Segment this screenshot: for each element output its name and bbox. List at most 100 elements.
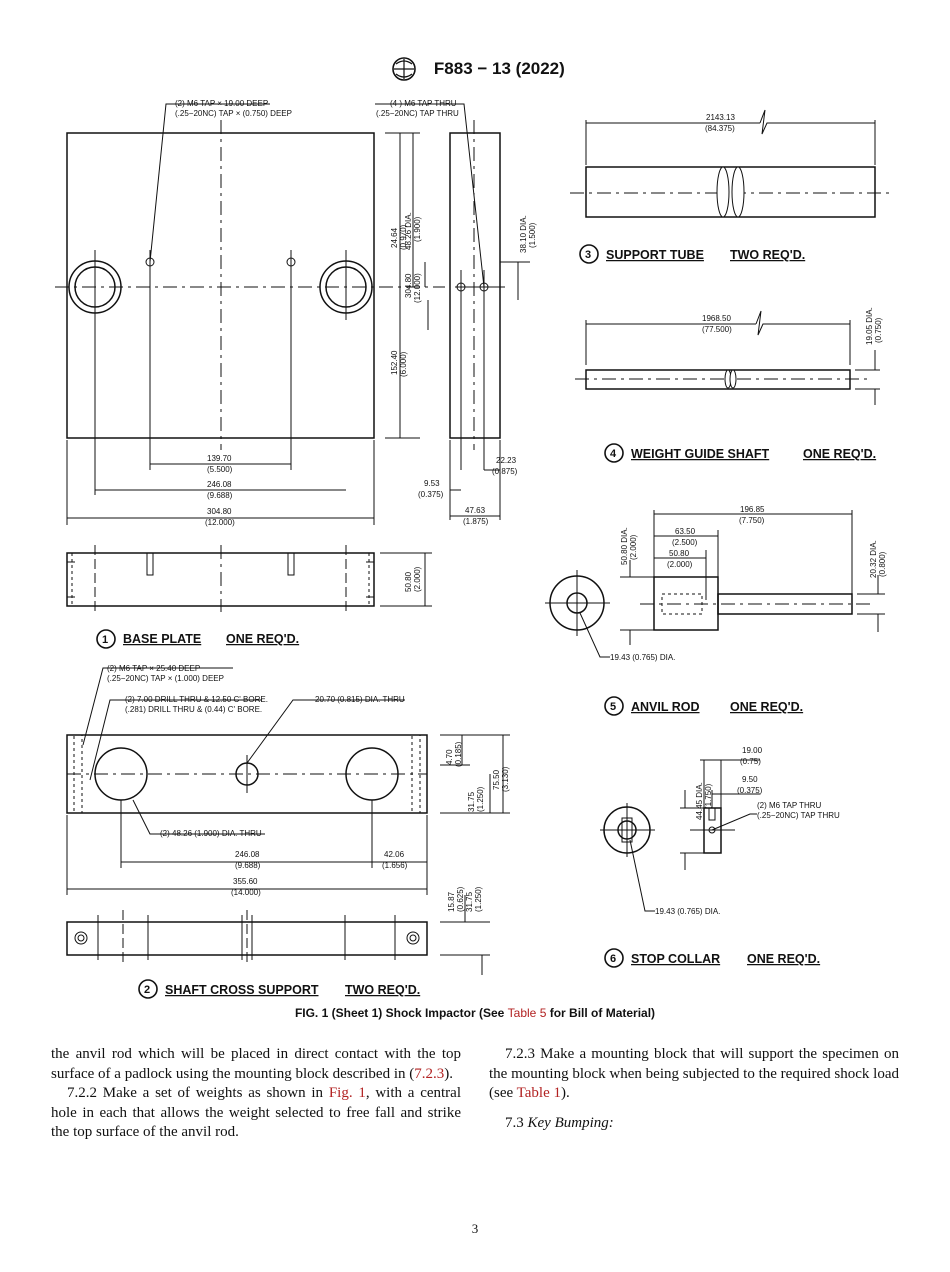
section-link-723[interactable]: 7.2.3 (414, 1065, 445, 1082)
left-paragraph-1: the anvil rod which will be placed in di… (51, 1045, 461, 1084)
dim-anvil-5080-in: (2.000) (667, 560, 693, 569)
dim-1900: 19.00 (742, 746, 763, 755)
caption-text: FIG. 1 (Sheet 1) Shock Impactor (See (294, 1006, 508, 1020)
dim-950-in: (0.375) (737, 786, 763, 795)
anvil-rod-view (545, 510, 885, 658)
dim-1905: 19.05 DIA. (865, 307, 874, 345)
dim-139-in: (5.500) (207, 465, 233, 474)
dim-3175b: 31.75 (465, 891, 474, 912)
right-column: 7.2.3 Make a mounting block that will su… (489, 1045, 899, 1133)
dim-246-in: (9.688) (207, 491, 233, 500)
section-number-73: 7.3 (505, 1114, 528, 1131)
dim-anvil-dia-in: (2.000) (629, 534, 638, 560)
item-number-2 (138, 979, 158, 999)
dim-2223-in: (0.875) (492, 467, 518, 476)
note-collar-m6: (2) M6 TAP THRU (757, 801, 822, 810)
base-plate-top-view (55, 103, 445, 525)
note-m6-tap-deep: (2) M6 TAP × 19.00 DEEP (175, 99, 268, 108)
dim-3048-in: (12.000) (413, 273, 422, 303)
dim-2143: 2143.13 (706, 113, 735, 122)
table-1-link[interactable]: Table 1 (516, 1085, 561, 1101)
dim-cross-246: 246.08 (235, 850, 260, 859)
support-tube-qty: TWO REQ'D. (730, 248, 805, 262)
item-number-5 (604, 696, 624, 716)
dim-1524: 152.40 (390, 350, 399, 375)
item-num-5-text: 5 (610, 701, 616, 713)
weight-guide-shaft-view (575, 310, 880, 405)
weight-guide-qty: ONE REQ'D. (803, 447, 876, 461)
astm-logo-icon (392, 57, 416, 81)
dim-3175: 31.75 (467, 791, 476, 812)
dim-3556: 355.60 (233, 877, 258, 886)
note-anvil-1943: 19.43 (0.765) DIA. (610, 653, 675, 662)
dim-4826-in: (1.900) (413, 216, 422, 242)
note-m6-tap-thru: (4 ) M6 TAP THRU (390, 99, 457, 108)
dim-470-in: (0.185) (454, 741, 463, 767)
dim-cross-246-in: (9.688) (235, 861, 261, 870)
left-p2-end: , with a central hole in each that allow… (51, 1085, 462, 1140)
page-header: F883 − 13 (2022) (0, 56, 950, 82)
dim-5080-in: (2.000) (413, 566, 422, 592)
dim-953: 9.53 (424, 479, 440, 488)
support-tube-title: SUPPORT TUBE (606, 248, 704, 262)
shaft-cross-bottom-view (66, 895, 490, 975)
dim-7550: 75.50 (492, 769, 501, 790)
item-num-3-text: 3 (585, 249, 591, 261)
dim-1968-in: (77.500) (702, 325, 732, 334)
caption-table-link[interactable]: Table 5 (507, 1006, 547, 1020)
stop-collar-view (600, 759, 760, 912)
dim-950: 9.50 (742, 775, 758, 784)
dim-2464: 24.64 (390, 227, 399, 248)
item-num-2-text: 2 (144, 984, 150, 996)
dim-1524-in: (6.000) (399, 351, 408, 377)
weight-guide-title: WEIGHT GUIDE SHAFT (631, 447, 770, 461)
dim-19685-in: (7.750) (739, 516, 765, 525)
item-number-1 (96, 629, 116, 649)
note-collar-unc: (.25−20NC) TAP THRU (757, 811, 840, 820)
designation: F883 − 13 (2022) (433, 59, 565, 78)
dim-2032: 20.32 DIA. (869, 540, 878, 578)
dim-1587-in: (0.625) (456, 886, 465, 912)
note-4826-thru: (2) 48.26 (1.900) DIA. THRU (160, 829, 262, 838)
note-unc-tap-thru: (.25−20NC) TAP THRU (376, 109, 459, 118)
dim-3175b-in: (1.250) (474, 886, 483, 912)
dim-3556-in: (14.000) (231, 888, 261, 897)
anvil-rod-qty: ONE REQ'D. (730, 700, 803, 714)
shaft-cross-front-view (66, 667, 510, 895)
dim-3175-in: (1.250) (476, 786, 485, 812)
dim-2143-in: (84.375) (705, 124, 735, 133)
fig-1-link[interactable]: Fig. 1 (328, 1085, 366, 1101)
stop-collar-qty: ONE REQ'D. (747, 952, 820, 966)
dim-4206-in: (1.656) (382, 861, 408, 870)
dim-1905-in: (0.750) (874, 317, 883, 343)
dim-953-in: (0.375) (418, 490, 444, 499)
dim-470: 4.70 (445, 749, 454, 765)
shaft-cross-qty: TWO REQ'D. (345, 983, 420, 997)
dim-2223: 22.23 (496, 456, 517, 465)
base-plate-qty: ONE REQ'D. (226, 632, 299, 646)
note-collar-1943: 19.43 (0.765) DIA. (655, 907, 720, 916)
note-drill-thru: (2) 7.00 DRILL THRU & 12.50 C' BORE. (125, 695, 268, 704)
support-tube-view (570, 109, 890, 218)
shaft-cross-title: SHAFT CROSS SUPPORT (165, 983, 319, 997)
stop-collar-title: STOP COLLAR (631, 952, 720, 966)
dim-7550-in: (3.130) (501, 766, 510, 792)
dim-304-in: (12.000) (205, 518, 235, 527)
right-p1-text: 7.2.3 Make a mounting block that will su… (489, 1046, 899, 1101)
note-m6-2540: (2) M6 TAP × 25.40 DEEP (107, 664, 200, 673)
dim-6350-in: (2.500) (672, 538, 698, 547)
note-unc-tap-deep: (.25−20NC) TAP × (0.750) DEEP (175, 109, 292, 118)
dim-2032-in: (0.800) (878, 551, 887, 577)
page-number: 3 (471, 1221, 479, 1236)
left-paragraph-2: 7.2.2 Make a set of weights as shown in … (51, 1084, 461, 1143)
dim-6350: 63.50 (675, 527, 696, 536)
dim-1968: 1968.50 (702, 314, 731, 323)
note-2070-thru: 20.70 (0.815) DIA. THRU (315, 695, 405, 704)
dim-3048: 304.80 (404, 273, 413, 298)
dim-2464-in: (0.970) (399, 224, 408, 250)
dim-anvil-dia: 50.80 DIA. (620, 527, 629, 565)
dim-4763-in: (1.875) (463, 517, 489, 526)
right-paragraph-1: 7.2.3 Make a mounting block that will su… (489, 1045, 899, 1104)
dim-4206: 42.06 (384, 850, 405, 859)
base-plate-title: BASE PLATE (123, 632, 201, 646)
